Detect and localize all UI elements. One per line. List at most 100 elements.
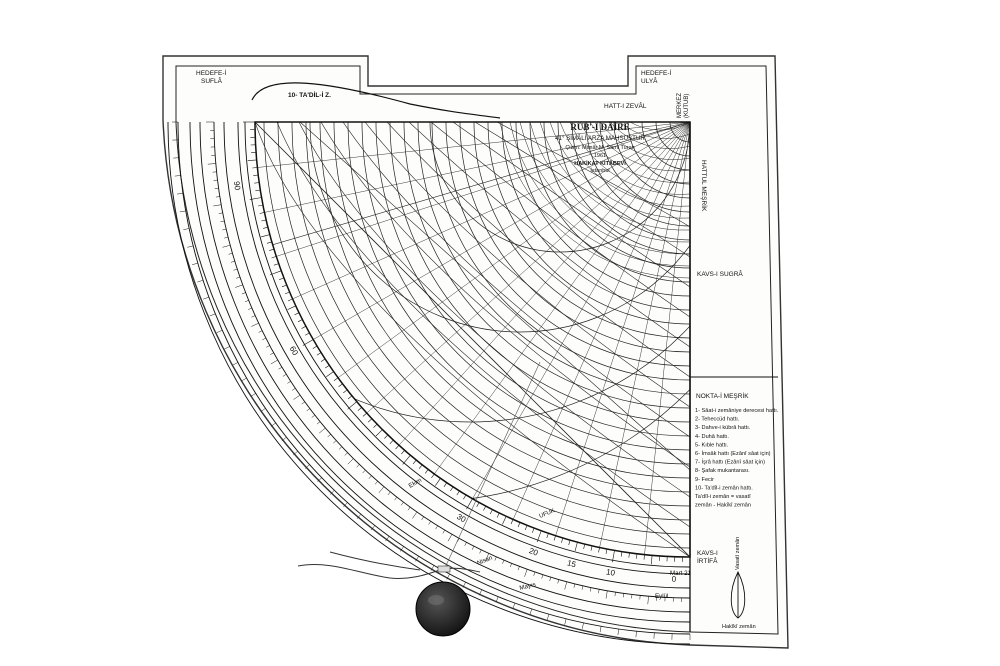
tick	[378, 486, 385, 493]
tick	[549, 577, 552, 582]
tick	[183, 228, 190, 230]
plumb-string	[442, 361, 541, 573]
tick	[214, 187, 219, 190]
tick	[442, 529, 446, 534]
hour-curve	[408, 122, 690, 348]
tick	[573, 583, 576, 588]
fan-arc	[509, 122, 690, 267]
tick	[252, 167, 258, 169]
radial-line	[276, 122, 690, 257]
radial-line	[434, 122, 690, 475]
legend-item: 5- Kıble hattı.	[695, 442, 729, 448]
fan-arc	[589, 122, 690, 172]
tick	[375, 429, 383, 437]
altitude-arc	[543, 122, 690, 269]
hour-curve	[364, 122, 690, 408]
tick	[557, 579, 560, 584]
tick	[495, 596, 499, 603]
tick	[338, 383, 343, 388]
tick	[281, 437, 287, 442]
tick	[222, 228, 227, 231]
diagonal-line	[255, 122, 690, 557]
tick	[266, 345, 270, 348]
altitude-arc	[501, 122, 690, 311]
fan-arc	[499, 122, 690, 279]
month-label: Mart 21	[670, 570, 692, 577]
tick	[362, 469, 366, 474]
tick	[236, 276, 240, 279]
legend-item: Ta'dîl-i zemân = vasatî	[695, 494, 751, 500]
scale-number: 0	[672, 575, 677, 584]
tick	[311, 414, 316, 418]
tick	[466, 498, 473, 510]
tick	[260, 408, 266, 412]
tick	[326, 371, 334, 377]
altitude-arc	[375, 122, 690, 437]
tick	[262, 337, 267, 341]
hour-curve	[298, 122, 690, 498]
altitude-arc	[613, 122, 690, 199]
tick	[301, 325, 307, 329]
radial-line	[398, 122, 690, 446]
fan-arc	[609, 122, 690, 149]
tick	[541, 574, 544, 579]
tick	[367, 418, 373, 423]
tick	[235, 284, 243, 288]
scale-ring	[223, 121, 691, 589]
tick	[176, 193, 184, 195]
diagonal-line	[255, 122, 690, 251]
tick	[581, 585, 584, 590]
scale-number: 90	[232, 181, 242, 192]
inner-frame	[175, 65, 779, 635]
altitude-arc	[515, 122, 690, 297]
tick	[294, 312, 300, 316]
tick	[224, 346, 230, 350]
fan-arc	[519, 122, 690, 255]
altitude-arc	[571, 122, 690, 241]
tick	[590, 545, 593, 551]
tick	[612, 550, 615, 563]
tick	[517, 522, 521, 528]
tick	[464, 542, 467, 546]
tick	[435, 478, 441, 486]
scale-ring	[244, 121, 691, 568]
tick	[524, 569, 528, 577]
bead	[437, 565, 451, 573]
tick	[287, 298, 293, 302]
radial-line	[292, 122, 690, 300]
scale-ticks	[172, 121, 691, 640]
tick	[483, 505, 487, 511]
kavs-irtifa-line2: İRTİFÂ	[697, 556, 718, 565]
tick	[628, 552, 630, 558]
tick	[605, 590, 608, 599]
legend-item: 4- Duhâ hattı.	[695, 434, 729, 440]
merkez-label-line1: MERKEZ	[677, 93, 683, 118]
fan-arc	[579, 122, 690, 183]
tick	[248, 307, 252, 310]
tick	[598, 589, 600, 594]
tick	[338, 446, 343, 450]
hedefe-ulya-line2: ULYÂ	[641, 76, 658, 85]
scale-number: 20	[528, 546, 540, 558]
tick	[463, 494, 467, 500]
tick	[412, 511, 418, 519]
fan-arc	[549, 122, 690, 219]
tick	[293, 394, 301, 400]
tick	[319, 427, 326, 434]
tick	[279, 277, 285, 280]
altitude-arc	[669, 122, 690, 143]
tick	[258, 330, 263, 333]
legend-item: 10- Ta'dîl-i zemân hattı.	[695, 485, 753, 491]
tick	[536, 530, 542, 543]
tick	[197, 279, 204, 283]
tick	[651, 555, 653, 565]
altitude-arc	[305, 122, 690, 507]
declination-circle	[255, 122, 690, 423]
bob-highlight	[428, 595, 444, 605]
tick	[293, 450, 298, 456]
tick	[261, 219, 267, 222]
tick	[635, 631, 637, 638]
fan-arc	[599, 122, 690, 160]
tick	[389, 439, 394, 445]
